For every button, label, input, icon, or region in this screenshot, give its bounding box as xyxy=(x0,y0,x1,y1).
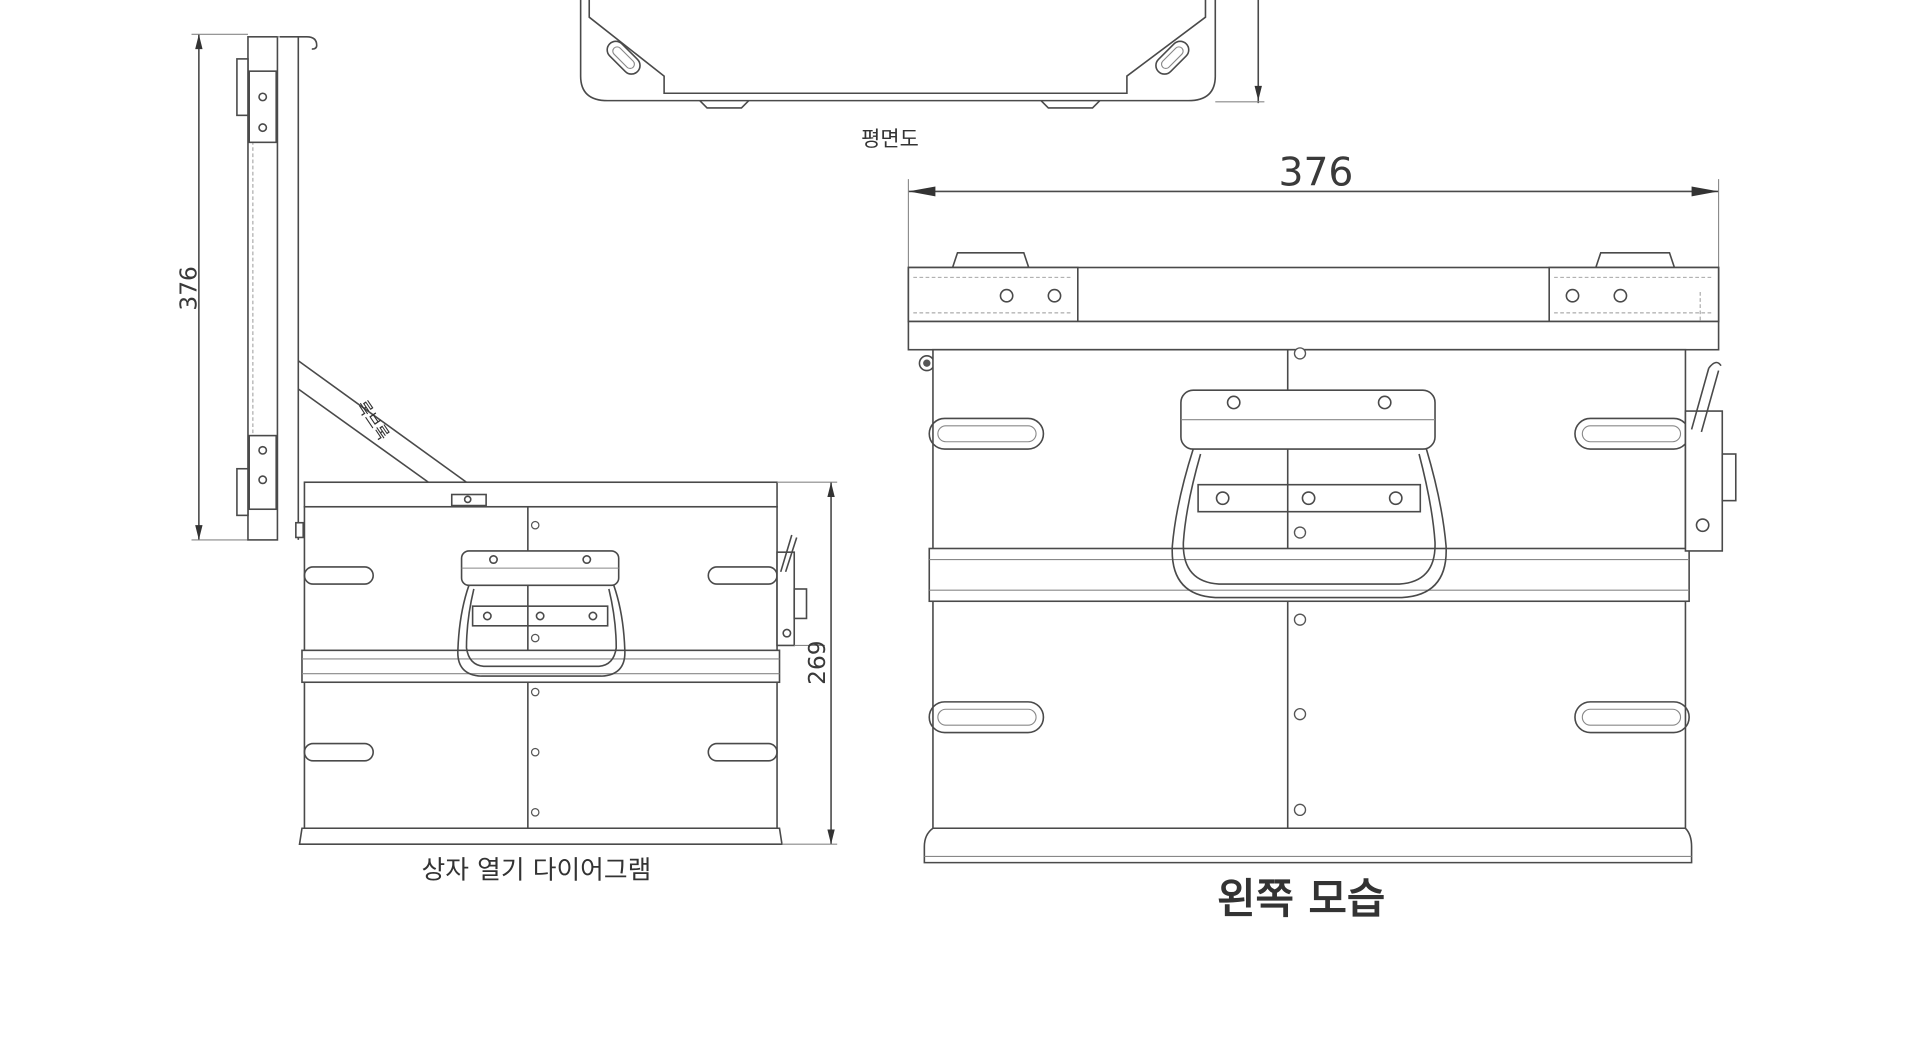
open-diagram-caption: 상자 열기 다이어그램 xyxy=(422,856,652,886)
plan-view: 평면도 xyxy=(579,0,1265,151)
plan-view-caption: 평면도 xyxy=(861,127,919,151)
strut-label: 록브록 xyxy=(353,397,393,444)
left-view-caption: 왼쪽 모습 xyxy=(1217,874,1385,923)
lid-height-dimension: 376 xyxy=(175,266,202,310)
left-view: 376 xyxy=(907,150,1737,923)
open-diagram: 376 록브록 xyxy=(175,33,838,886)
plan-slot-right xyxy=(1155,40,1190,75)
plan-slot-left xyxy=(606,40,641,75)
handle-large xyxy=(1171,389,1447,599)
side-slots xyxy=(928,417,1690,734)
hook-icon xyxy=(279,36,318,50)
handle-small xyxy=(457,550,626,677)
box-height-dimension: 269 xyxy=(804,640,831,684)
latch xyxy=(1684,361,1737,552)
width-dimension: 376 xyxy=(1278,150,1353,195)
